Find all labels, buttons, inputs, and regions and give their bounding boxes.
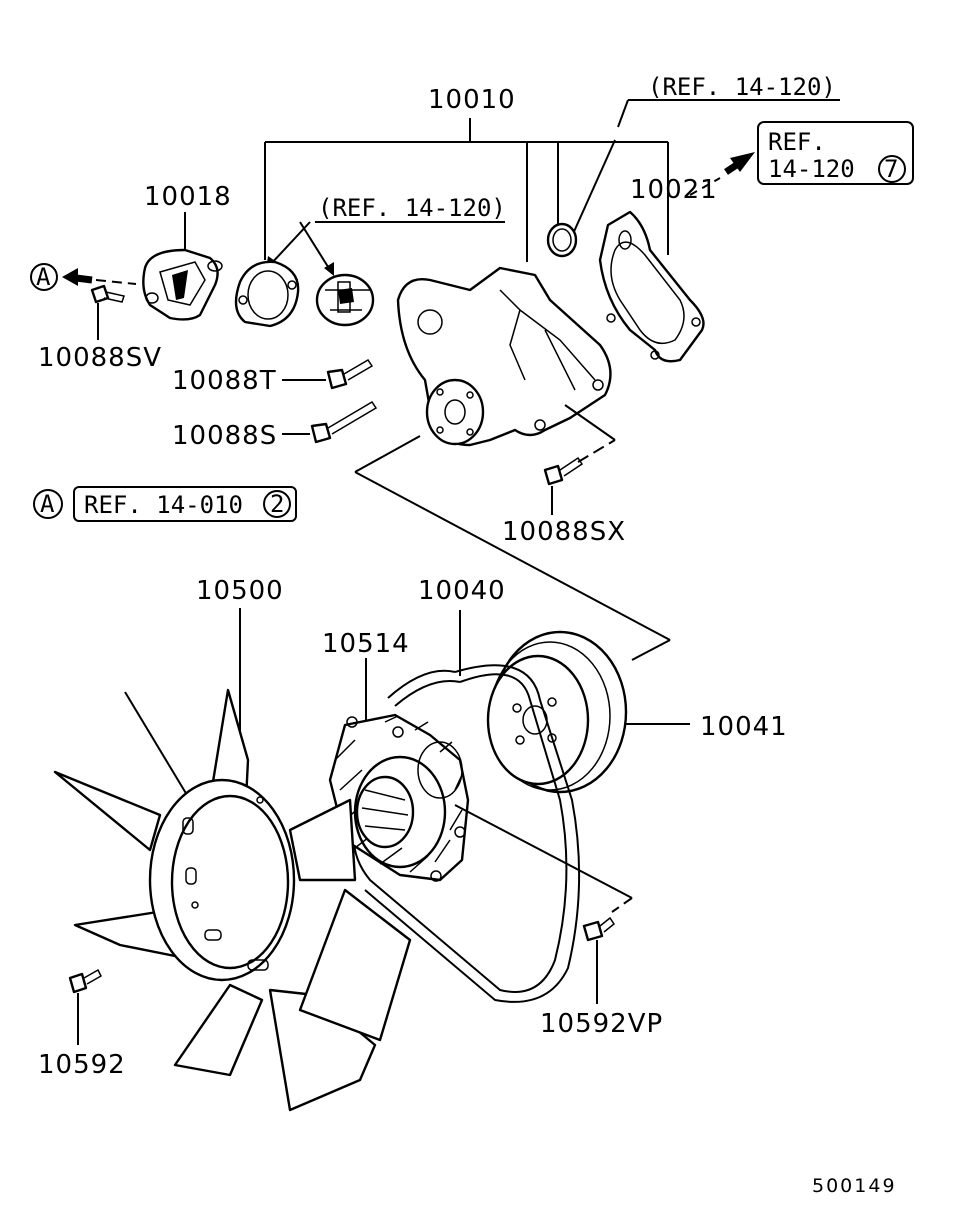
ref-box-7[interactable]: REF. 14-120 7 — [757, 121, 914, 185]
ref-mid-leader — [266, 221, 505, 276]
marker-a-top-label: A — [36, 263, 51, 291]
ref-top-text: (REF. 14-120) — [648, 73, 836, 101]
thermostat — [315, 273, 375, 327]
bolt-10088t — [282, 358, 374, 390]
thermostat-housing — [142, 212, 223, 321]
bolt-10088sx — [543, 404, 616, 515]
ref-box-line2: 14-120 — [768, 155, 855, 183]
ref-a-text: REF. 14-010 — [84, 491, 243, 519]
fan-clutch — [328, 658, 633, 913]
bolt-10088s — [282, 400, 378, 444]
arrow-right-icon — [689, 152, 755, 196]
cooling-fan — [53, 608, 412, 1112]
bolt-10088sv — [90, 284, 125, 340]
label-10018: 10018 — [144, 182, 232, 212]
label-10088s: 10088S — [172, 421, 277, 451]
label-10500: 10500 — [196, 576, 284, 606]
pulley — [486, 630, 690, 794]
label-10088sx: 10088SX — [502, 517, 626, 547]
water-pump — [396, 266, 612, 447]
bolt-10592 — [68, 968, 102, 1045]
label-10592: 10592 — [38, 1050, 126, 1080]
marker-a-mid-label: A — [40, 490, 55, 518]
ref-box-line1: REF. — [768, 128, 826, 156]
bolt-10592vp — [582, 916, 616, 1004]
label-10088sv: 10088SV — [38, 343, 162, 373]
label-10592vp: 10592VP — [540, 1009, 663, 1039]
ref-a-box[interactable]: A REF. 14-010 2 — [33, 486, 297, 522]
gasket-thermostat — [234, 260, 300, 328]
arrow-left-icon — [62, 268, 137, 286]
marker-a-top[interactable]: A — [30, 263, 58, 291]
belt-guide-lines — [354, 435, 671, 661]
diagram-code: 500149 — [812, 1175, 897, 1197]
label-10088t: 10088T — [172, 366, 277, 396]
drive-belt — [352, 610, 581, 1003]
label-10040: 10040 — [418, 576, 506, 606]
ref-mid-text: (REF. 14-120) — [318, 194, 506, 222]
label-10041: 10041 — [700, 712, 788, 742]
label-10010: 10010 — [428, 85, 516, 115]
ref-a-num: 2 — [270, 490, 284, 518]
label-10514: 10514 — [322, 629, 410, 659]
label-10021: 10021 — [630, 175, 718, 205]
ref-box-num: 7 — [884, 155, 898, 183]
gasket-pump — [598, 192, 705, 363]
o-ring — [546, 222, 578, 258]
